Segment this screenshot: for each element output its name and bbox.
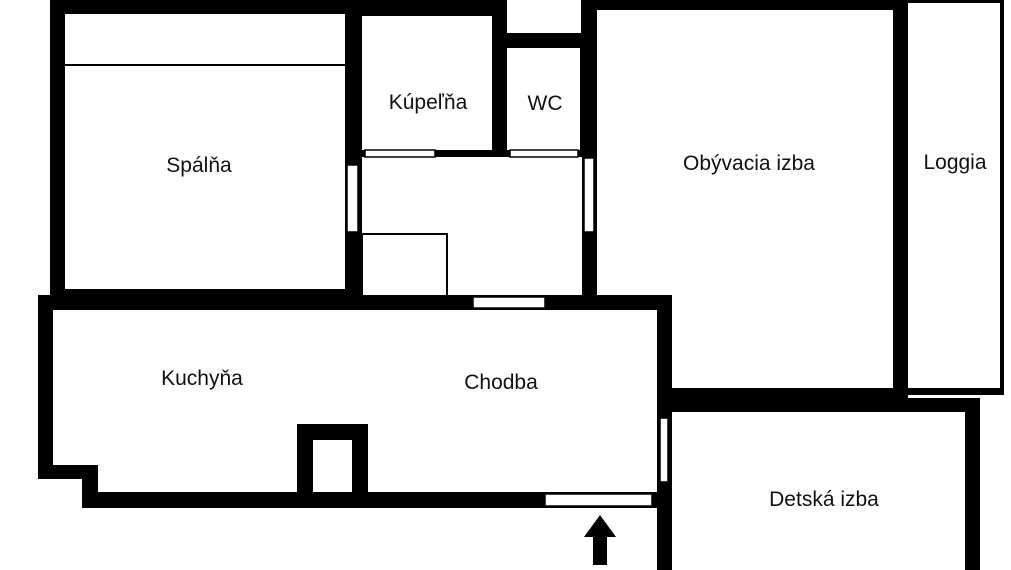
- room-label-kids-room: Detská izba: [769, 488, 879, 511]
- door-bathroom: [364, 149, 436, 158]
- door-kids-room: [659, 417, 669, 483]
- room-label-loggia: Loggia: [923, 151, 986, 174]
- wc-floor: [507, 48, 580, 150]
- room-label-living-room: Obývacia izba: [683, 152, 815, 175]
- bedroom-floor: [65, 14, 345, 289]
- door-hall: [472, 296, 546, 309]
- bathroom-floor: [362, 16, 492, 150]
- door-bedroom: [346, 164, 359, 233]
- living-bottom-wall: [670, 388, 906, 405]
- kids-room-floor: [672, 412, 965, 570]
- hall-floor: [362, 157, 582, 297]
- kitchen-hallway-floor: [53, 310, 657, 492]
- door-wc: [509, 149, 579, 158]
- arrow-up-icon: [584, 515, 616, 565]
- chimney-inner: [313, 440, 352, 492]
- door-entrance: [544, 493, 653, 507]
- shaft-gap: [507, 0, 581, 33]
- loggia-floor: [908, 3, 1000, 388]
- door-living-room: [583, 157, 595, 233]
- room-label-bedroom: Spálňa: [166, 154, 232, 177]
- room-label-wc: WC: [528, 92, 563, 115]
- outer-notch: [38, 479, 82, 509]
- room-label-hallway: Chodba: [464, 371, 538, 394]
- room-label-kitchen: Kuchyňa: [161, 367, 243, 390]
- room-label-bathroom: Kúpeľňa: [389, 91, 468, 114]
